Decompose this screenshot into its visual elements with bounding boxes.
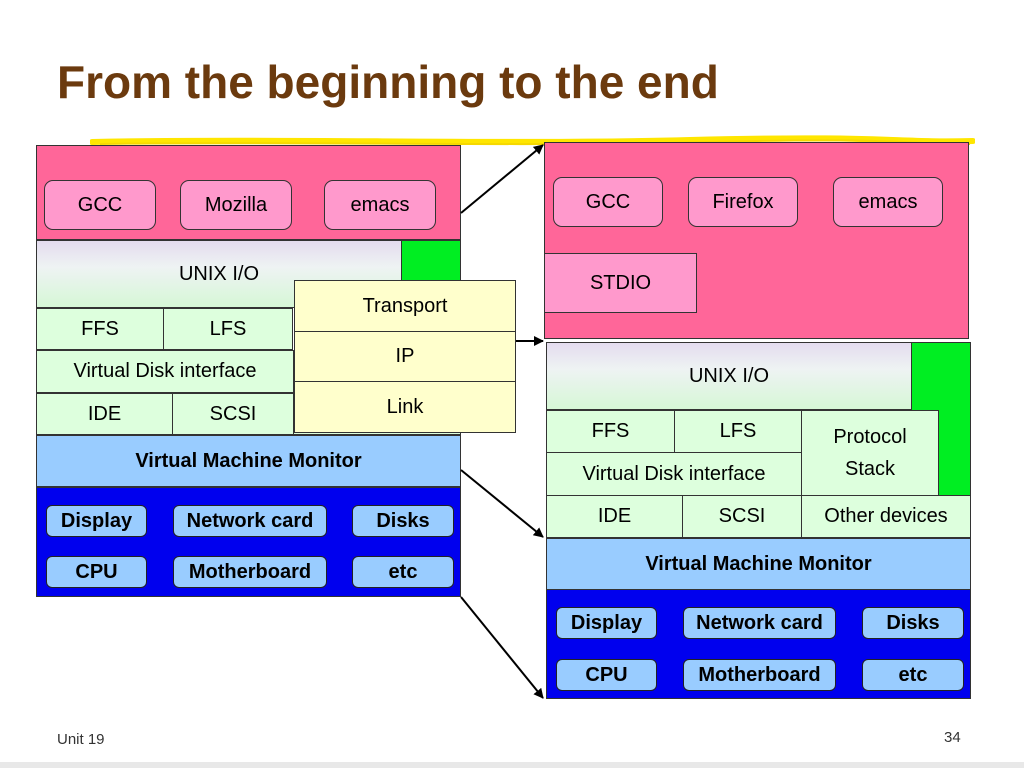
right-unix-io-label: UNIX I/O <box>688 365 769 387</box>
right-vmm: Virtual Machine Monitor <box>546 538 971 590</box>
right-hw-etc[interactable]: etc <box>862 659 964 691</box>
network-link: Link <box>294 381 516 433</box>
arrow-hardware <box>460 596 544 699</box>
left-vmm: Virtual Machine Monitor <box>36 435 461 487</box>
right-app-emacs[interactable]: emacs <box>833 177 943 227</box>
right-stdio[interactable]: STDIO <box>544 253 697 313</box>
left-fs-lfs: LFS <box>163 308 293 350</box>
left-fs-ffs: FFS <box>36 308 164 350</box>
left-driver-scsi: SCSI <box>172 393 294 435</box>
left-app-mozilla[interactable]: Mozilla <box>180 180 292 230</box>
arrow-vmm <box>460 469 544 538</box>
right-driver-ide: IDE <box>546 495 683 538</box>
right-hw-cpu[interactable]: CPU <box>556 659 657 691</box>
left-app-gcc[interactable]: GCC <box>44 180 156 230</box>
left-vdisk: Virtual Disk interface <box>36 350 294 393</box>
right-hw-display[interactable]: Display <box>556 607 657 639</box>
network-ip: IP <box>294 331 516 382</box>
right-driver-scsi: SCSI <box>682 495 802 538</box>
right-unix-io: UNIX I/O <box>546 342 912 410</box>
bottom-strip <box>0 762 1024 768</box>
right-hw-network-card[interactable]: Network card <box>683 607 836 639</box>
arrow-apps <box>460 144 544 214</box>
right-hw-motherboard[interactable]: Motherboard <box>683 659 836 691</box>
right-protocol-stack: Protocol Stack <box>801 410 939 496</box>
network-transport: Transport <box>294 280 516 332</box>
left-hw-network-card[interactable]: Network card <box>173 505 327 537</box>
right-driver-other-devices: Other devices <box>801 495 971 538</box>
slide-title: From the beginning to the end <box>57 56 719 108</box>
left-driver-ide: IDE <box>36 393 173 435</box>
left-hw-disks[interactable]: Disks <box>352 505 454 537</box>
right-protocol-stack-label: Protocol Stack <box>833 426 907 480</box>
right-hw-disks[interactable]: Disks <box>862 607 964 639</box>
left-hw-display[interactable]: Display <box>46 505 147 537</box>
left-hw-motherboard[interactable]: Motherboard <box>173 556 327 588</box>
right-fs-lfs: LFS <box>674 410 802 453</box>
footer-unit: Unit 19 <box>57 731 105 748</box>
right-fs-ffs: FFS <box>546 410 675 453</box>
right-app-firefox[interactable]: Firefox <box>688 177 798 227</box>
footer-page-number: 34 <box>944 729 961 746</box>
left-app-emacs[interactable]: emacs <box>324 180 436 230</box>
left-hw-cpu[interactable]: CPU <box>46 556 147 588</box>
right-app-gcc[interactable]: GCC <box>553 177 663 227</box>
left-hw-etc[interactable]: etc <box>352 556 454 588</box>
right-vdisk: Virtual Disk interface <box>546 452 802 496</box>
left-unix-io-label: UNIX I/O <box>178 263 259 285</box>
